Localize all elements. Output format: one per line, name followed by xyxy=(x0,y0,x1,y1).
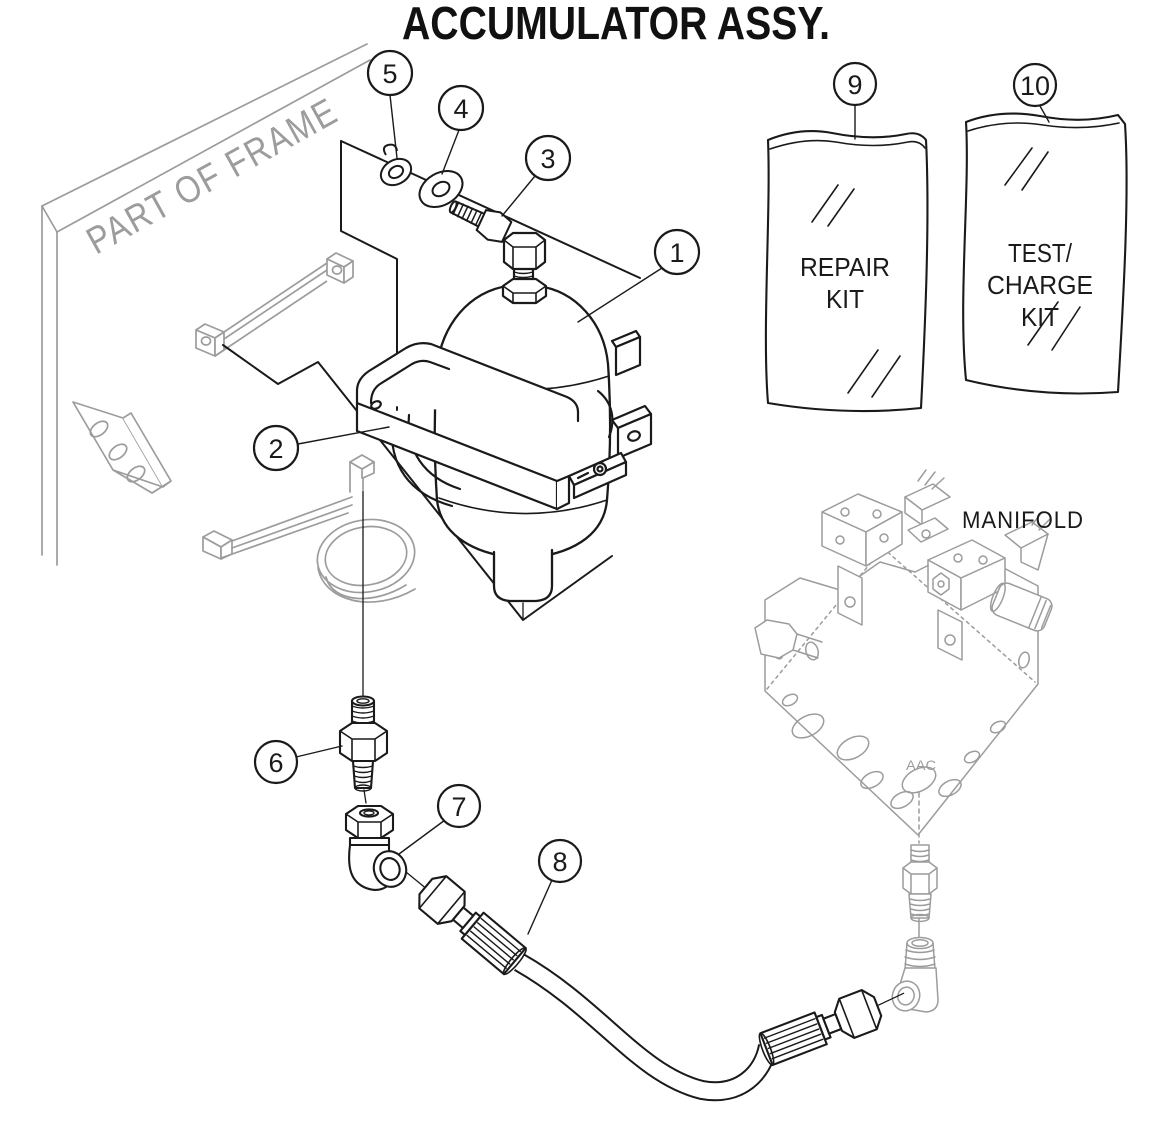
callout-8: 8 xyxy=(537,838,583,884)
manifold-straight-fitting xyxy=(902,844,938,923)
callout-4-number: 4 xyxy=(453,94,468,124)
lock-washer xyxy=(379,143,413,187)
callout-3: 3 xyxy=(524,134,572,182)
repair-kit-label-line2: KIT xyxy=(826,284,864,314)
test-charge-kit-label-line1: TEST/ xyxy=(1008,238,1073,268)
frame-wall xyxy=(41,43,371,566)
repair-kit-label-line1: REPAIR xyxy=(800,252,890,282)
callout-5-number: 5 xyxy=(382,59,397,89)
frame-label: PART OF FRAME xyxy=(80,90,345,262)
manifold-label: MANIFOLD xyxy=(962,507,1084,534)
callout-1-number: 1 xyxy=(669,238,684,268)
callout-7: 7 xyxy=(436,783,482,829)
frame-rail-bar xyxy=(195,252,354,357)
test-charge-kit-bag xyxy=(962,112,1128,395)
callout-9-number: 9 xyxy=(847,70,862,100)
manifold-assembly xyxy=(754,469,1053,1013)
hose-end-left xyxy=(418,875,527,976)
repair-kit-bag xyxy=(764,130,929,413)
callout-3-number: 3 xyxy=(540,144,555,174)
callout-8-number: 8 xyxy=(552,847,567,877)
aac-port xyxy=(901,766,937,794)
callout-5: 5 xyxy=(366,49,414,97)
elbow-fitting xyxy=(344,804,408,891)
callout-7-number: 7 xyxy=(451,792,466,822)
clamp-bracket xyxy=(355,329,653,511)
callout-1: 1 xyxy=(653,228,701,276)
hydraulic-hose xyxy=(418,875,905,1102)
callout-2-number: 2 xyxy=(268,434,283,464)
callout-9: 9 xyxy=(832,61,878,107)
callout-6: 6 xyxy=(253,739,299,785)
callout-4: 4 xyxy=(437,84,485,132)
callout-10-number: 10 xyxy=(1020,71,1050,101)
hose-end-right xyxy=(758,989,905,1067)
flat-washer xyxy=(418,169,464,209)
callout-leader-lines xyxy=(295,94,1050,935)
nipple-fitting xyxy=(338,695,389,792)
test-charge-kit-label-line2: CHARGE xyxy=(987,270,1093,300)
callout-10: 10 xyxy=(1012,62,1058,108)
manifold-elbow-fitting xyxy=(891,936,939,1013)
hex-bolt xyxy=(448,200,513,243)
page-title: ACCUMULATOR ASSY. xyxy=(402,0,830,49)
test-charge-kit-label-line3: KIT xyxy=(1021,302,1059,332)
frame-hole-plate xyxy=(72,401,172,494)
tank-gas-valve xyxy=(501,231,548,305)
callout-6-number: 6 xyxy=(268,748,283,778)
aac-port-label: AAC xyxy=(906,758,936,773)
manifold-valves xyxy=(754,469,1053,661)
frame-ring-bracket xyxy=(202,454,416,603)
callouts: 1 2 3 4 5 6 7 8 xyxy=(252,49,1058,884)
callout-2: 2 xyxy=(252,424,300,472)
